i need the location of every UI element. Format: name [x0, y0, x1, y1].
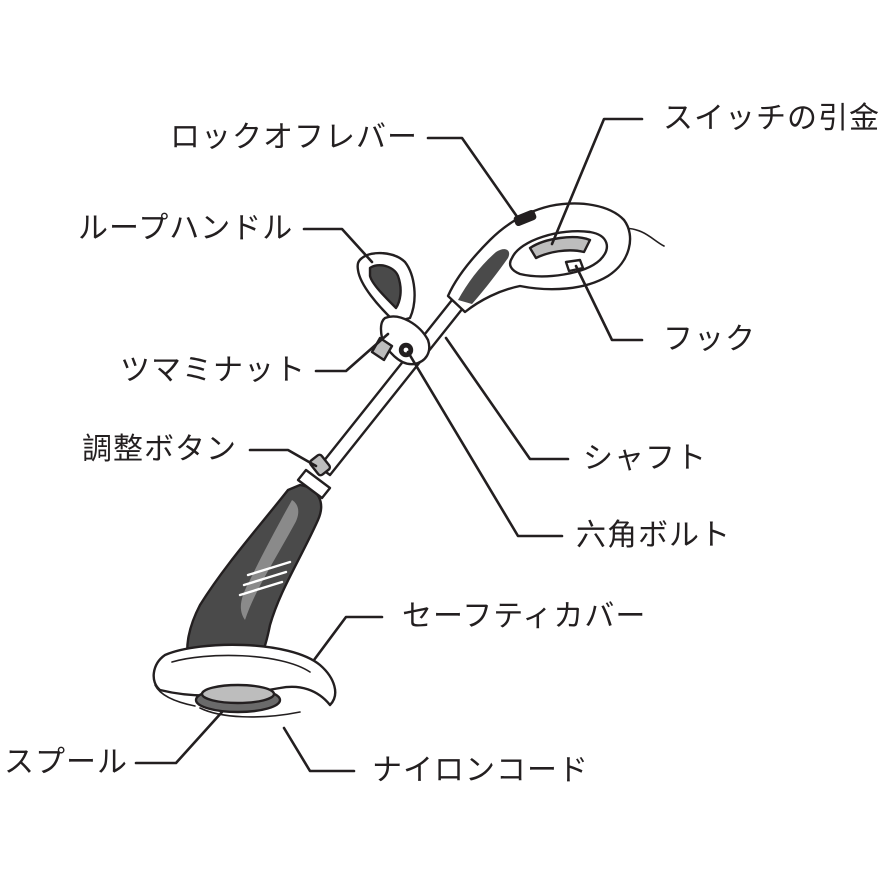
loop-handle-inner — [368, 264, 402, 310]
shaft-collar — [296, 468, 332, 500]
label-switch-trigger: スイッチの引金 — [663, 101, 880, 136]
leader-adjust-button — [248, 448, 318, 468]
label-hook: フック — [663, 322, 756, 357]
nylon-cord-line-2 — [154, 684, 196, 707]
label-safety-cover: セーフティカバー — [402, 599, 647, 634]
label-hex-bolt: 六角ボルト — [576, 518, 731, 553]
leader-safety-cover — [312, 615, 384, 662]
safety-cover-shape — [152, 643, 337, 707]
label-adjust-button: 調整ボタン — [82, 432, 237, 467]
leader-switch-trigger — [550, 117, 644, 246]
safety-cover-rim — [171, 654, 311, 673]
switch-trigger-shape — [528, 235, 592, 260]
nylon-cord-line — [199, 707, 301, 718]
motor-vents — [238, 560, 292, 597]
trimmer-illustration — [152, 202, 665, 718]
leader-nylon-cord — [282, 726, 356, 773]
label-nylon-cord: ナイロンコード — [372, 753, 589, 788]
leader-lines — [134, 117, 644, 773]
leader-knob-nut — [314, 332, 390, 373]
label-shaft: シャフト — [583, 441, 707, 476]
label-loop-handle: ループハンドル — [78, 211, 294, 246]
leader-spool — [134, 710, 224, 765]
spool-top — [200, 683, 276, 705]
leader-lock-off-lever — [426, 136, 520, 220]
hook-shape — [564, 258, 585, 273]
upper-handle-dark — [458, 249, 510, 304]
leader-hook — [574, 264, 644, 342]
label-knob-nut: ツマミナット — [120, 353, 306, 388]
label-lock-off-lever: ロックオフレバー — [170, 120, 418, 155]
adjust-button-shape — [308, 453, 332, 477]
label-spool: スプール — [4, 745, 128, 780]
lock-off-lever-shape — [513, 209, 537, 227]
leader-hex-bolt — [406, 350, 564, 538]
leader-shaft — [444, 336, 570, 461]
leader-loop-handle — [302, 227, 374, 264]
